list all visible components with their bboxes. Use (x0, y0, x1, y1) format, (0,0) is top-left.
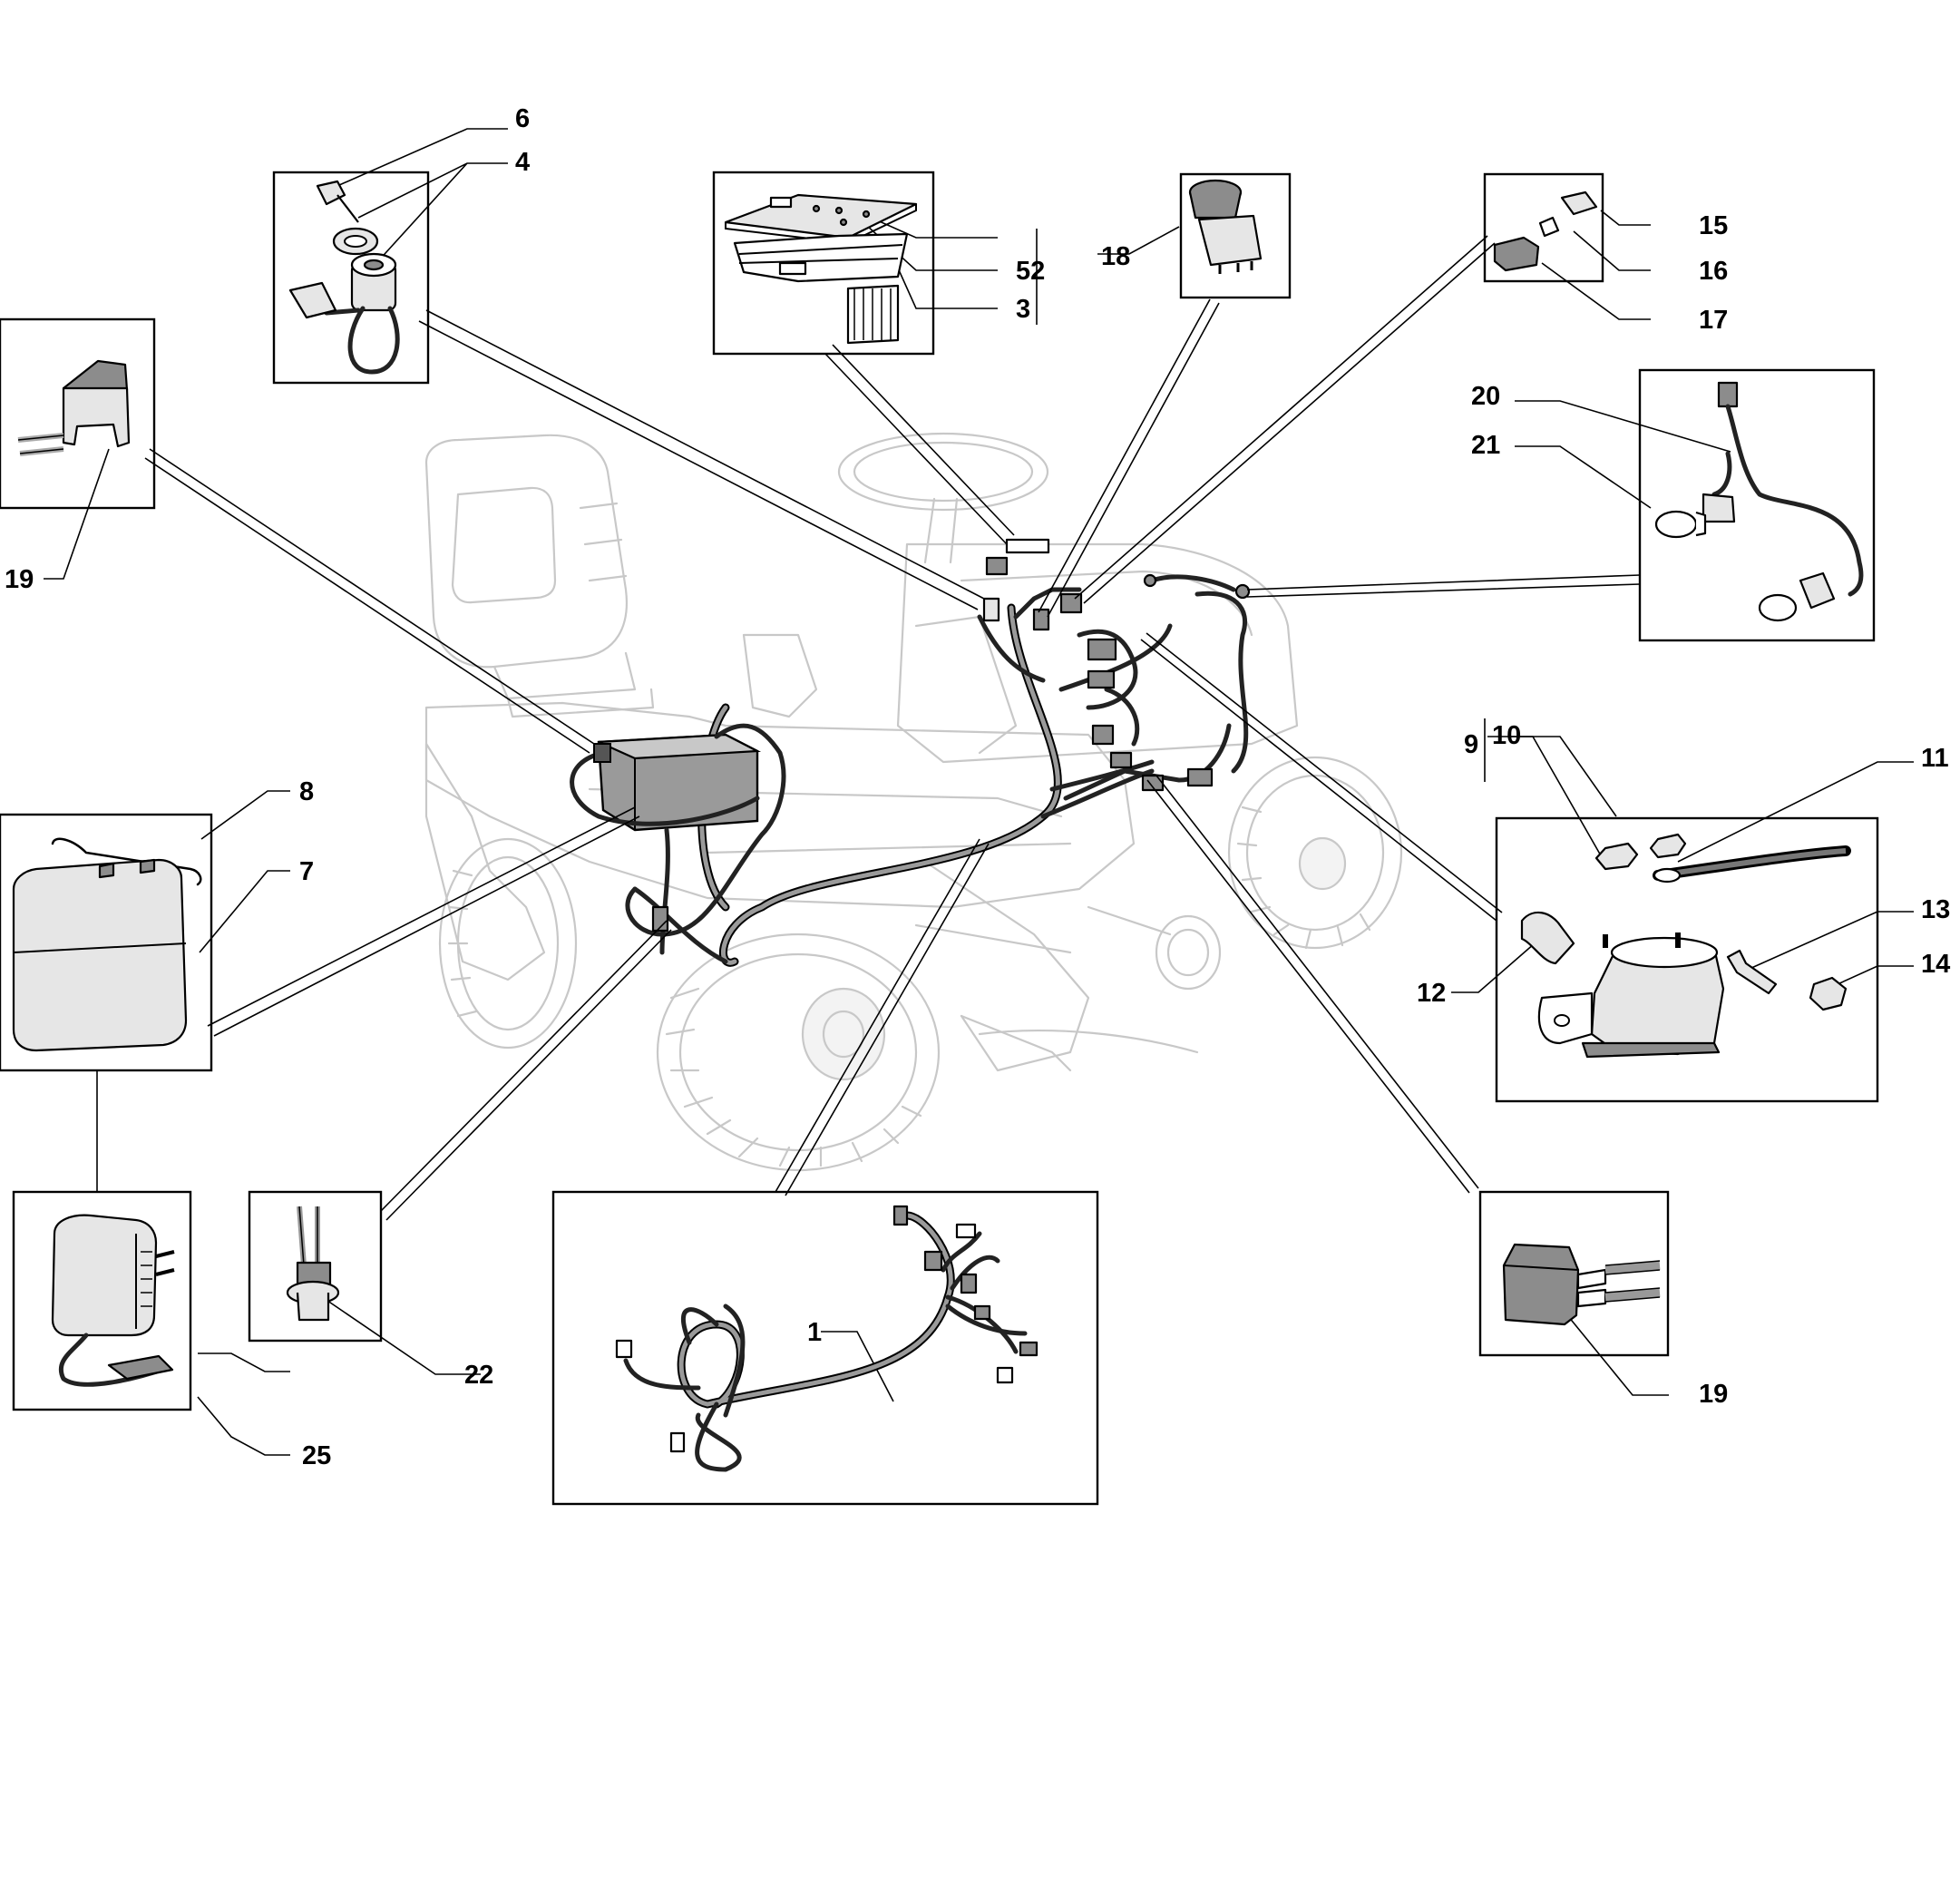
callout-11: 11 (1921, 744, 1949, 773)
inset-ignition-switch (272, 171, 430, 385)
callout-6: 6 (515, 104, 530, 133)
bolt-icon (1726, 949, 1778, 995)
callout-4: 4 (515, 148, 530, 177)
inset-pto-button (1179, 172, 1292, 299)
callout-20: 20 (1471, 382, 1500, 411)
inset-rocker-switch-left (0, 317, 156, 510)
main-harness-on-tractor (570, 538, 1251, 967)
callout-22: 22 (464, 1361, 493, 1390)
callout-17: 17 (1699, 306, 1728, 335)
inset-battery-charger (12, 1190, 192, 1411)
bulb-socket-icon (1702, 493, 1736, 523)
callout-21: 21 (1471, 431, 1500, 460)
callout-13: 13 (1921, 895, 1950, 924)
leader-lines (44, 128, 1914, 1402)
callout-10: 10 (1492, 721, 1521, 750)
battery-icon (12, 858, 188, 1052)
callout-1: 1 (807, 1318, 822, 1347)
pto-switch-body-icon (1197, 214, 1263, 267)
rocker-switch-icon (62, 359, 129, 392)
inset-control-panel (712, 171, 935, 356)
callout-19-right: 19 (1699, 1380, 1728, 1409)
relay-icon (1502, 1243, 1580, 1326)
callout-16: 16 (1699, 257, 1728, 286)
fuse-icon (1538, 216, 1560, 238)
bulb-2-icon (1758, 593, 1798, 622)
inset-fuse-holder (1483, 172, 1604, 283)
bulb-socket-2-icon (1799, 571, 1836, 610)
callout-labels: 6 4 52 3 18 15 16 17 20 21 19 8 7 9 10 1… (5, 104, 1950, 1470)
charger-clip-icon (107, 1354, 174, 1381)
callout-3: 3 (1016, 295, 1030, 324)
callout-9: 9 (1464, 730, 1478, 759)
callout-12: 12 (1417, 979, 1446, 1008)
charger-icon (51, 1214, 158, 1337)
flange-nut-icon (1809, 976, 1848, 1011)
callout-15: 15 (1699, 211, 1728, 240)
inset-relay-right (1478, 1190, 1670, 1357)
ignition-key-icon (316, 180, 359, 223)
inset-pressure-sensor (248, 1190, 383, 1343)
fuse-cover-icon (1560, 190, 1598, 216)
inset-starter-solenoid (1495, 816, 1879, 1103)
inset-battery (0, 813, 213, 1072)
inset-main-harness (551, 1190, 1099, 1506)
callout-19-left: 19 (5, 565, 34, 594)
callout-18: 18 (1101, 242, 1130, 271)
callout-14: 14 (1921, 950, 1950, 979)
bulb-icon (1654, 510, 1698, 539)
fuse-holder-icon (1493, 236, 1540, 272)
callout-8: 8 (299, 777, 314, 806)
nut-icon (1594, 842, 1639, 871)
boot-icon (1520, 911, 1575, 965)
panel-housing-icon (733, 232, 909, 283)
inset-light-harness (1638, 368, 1876, 642)
tractor-ghost-illustration (424, 432, 1403, 1172)
callout-7: 7 (299, 857, 314, 886)
callout-52: 52 (1016, 257, 1045, 286)
light-connector-icon (1717, 381, 1739, 408)
harness-connector-icon (892, 1205, 909, 1226)
callout-25: 25 (302, 1441, 331, 1470)
